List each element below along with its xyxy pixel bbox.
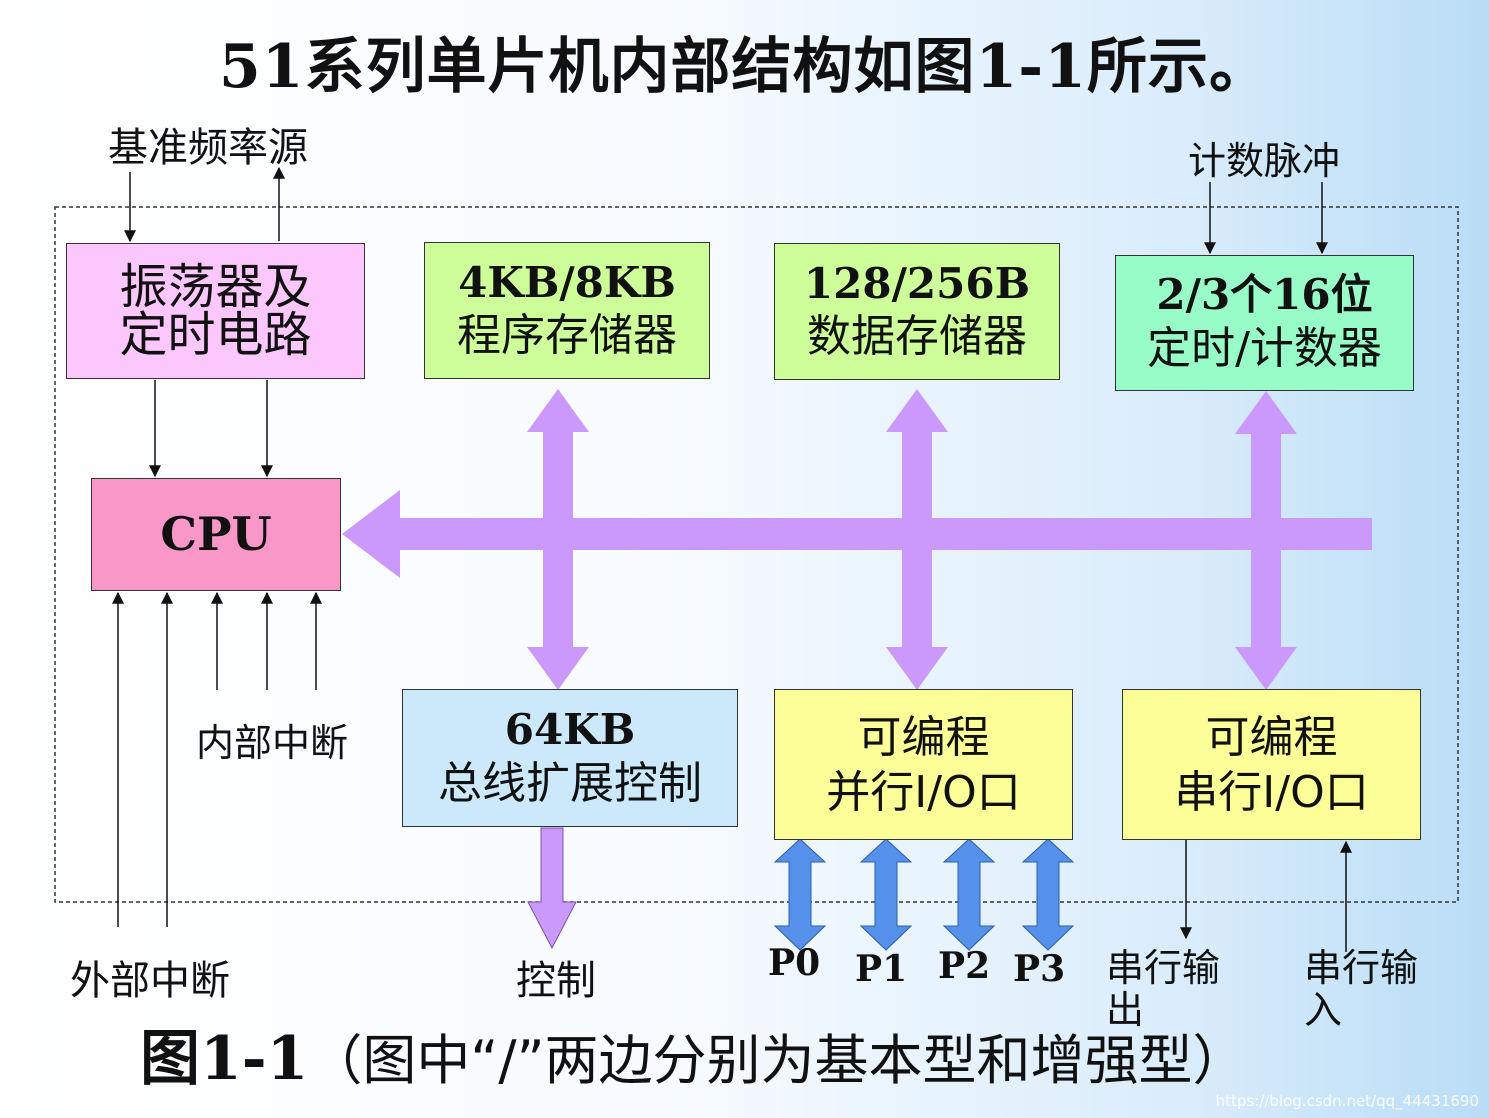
caption-figure-number: 图1-1 bbox=[140, 1024, 309, 1094]
port-arrow-p0 bbox=[773, 838, 827, 951]
figure-caption: 图1-1（图中“/”两边分别为基本型和增强型） bbox=[140, 1010, 1247, 1097]
oscillator-line1: 振荡器及 bbox=[119, 259, 312, 315]
port-label-p1: P1 bbox=[855, 948, 908, 990]
program-memory-label: 程序存储器 bbox=[457, 310, 677, 362]
port-label-p2: P2 bbox=[938, 945, 991, 987]
cpu-label: CPU bbox=[160, 506, 272, 561]
serial-io-line1: 可编程 bbox=[1205, 711, 1338, 763]
cpu-block: CPU bbox=[91, 478, 341, 591]
bus-control-size: 64KB bbox=[504, 705, 636, 755]
bus-arrow-timer bbox=[1235, 391, 1297, 690]
internal-interrupt-label: 内部中断 bbox=[196, 721, 349, 765]
internal-bus-arrow bbox=[342, 490, 1372, 578]
serial-out-label: 串行输出 bbox=[1106, 946, 1221, 1032]
port-arrow-p2 bbox=[942, 838, 996, 951]
data-memory-size: 128/256B bbox=[803, 258, 1031, 308]
serial-io-block: 可编程 串行I/O口 bbox=[1122, 689, 1421, 840]
freq-source-label: 基准频率源 bbox=[108, 125, 308, 171]
oscillator-block: 振荡器及 定时电路 bbox=[66, 243, 365, 379]
bus-arrow-data-memory bbox=[886, 389, 948, 690]
program-memory-block: 4KB/8KB 程序存储器 bbox=[424, 242, 710, 379]
oscillator-line2: 定时电路 bbox=[119, 307, 312, 363]
watermark: https://blog.csdn.net/qq_44431690 bbox=[1215, 1092, 1479, 1110]
timer-count: 2/3个16位 bbox=[1156, 270, 1373, 320]
parallel-io-block: 可编程 并行I/O口 bbox=[774, 689, 1073, 840]
bus-arrow-program-memory bbox=[527, 389, 589, 690]
parallel-io-line2: 并行I/O口 bbox=[826, 766, 1021, 818]
chip-boundary bbox=[54, 206, 1459, 903]
external-interrupt-label: 外部中断 bbox=[70, 958, 230, 1004]
port-arrow-p1 bbox=[859, 838, 913, 951]
serial-in-label: 串行输入 bbox=[1304, 946, 1419, 1032]
timer-label: 定时/计数器 bbox=[1147, 322, 1382, 374]
program-memory-size: 4KB/8KB bbox=[458, 257, 676, 307]
count-pulse-label: 计数脉冲 bbox=[1188, 139, 1341, 183]
data-memory-label: 数据存储器 bbox=[807, 311, 1027, 363]
caption-text: （图中“/”两边分别为基本型和增强型） bbox=[308, 1029, 1247, 1092]
control-label: 控制 bbox=[516, 958, 596, 1004]
data-memory-block: 128/256B 数据存储器 bbox=[774, 243, 1060, 380]
page-title: 51系列单片机内部结构如图1-1所示。 bbox=[219, 32, 1270, 102]
control-arrow bbox=[527, 827, 577, 950]
serial-io-line2: 串行I/O口 bbox=[1174, 766, 1369, 818]
port-label-p0: P0 bbox=[768, 942, 821, 984]
port-label-p3: P3 bbox=[1013, 948, 1066, 990]
bus-control-label: 总线扩展控制 bbox=[438, 757, 702, 809]
bus-control-block: 64KB 总线扩展控制 bbox=[402, 689, 738, 827]
timer-block: 2/3个16位 定时/计数器 bbox=[1115, 255, 1414, 391]
parallel-io-line1: 可编程 bbox=[857, 711, 990, 763]
port-arrow-p3 bbox=[1021, 838, 1075, 951]
